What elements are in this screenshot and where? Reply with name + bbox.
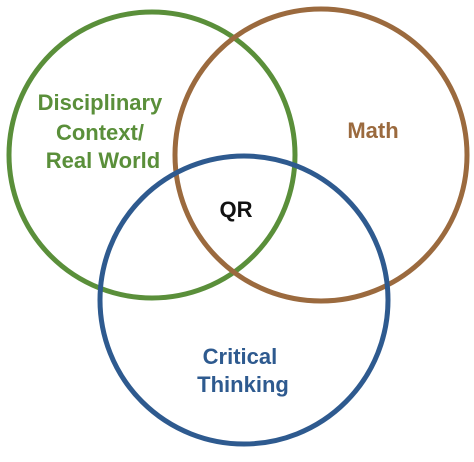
label-disciplinary-context: Disciplinary Context/ Real World <box>38 90 169 173</box>
circle-math <box>172 6 470 304</box>
circle-disciplinary-context <box>6 9 298 301</box>
label-critical-thinking: Critical Thinking <box>197 344 289 397</box>
label-math: Math <box>347 118 398 143</box>
label-disciplinary-context-line-3: Real World <box>46 148 161 173</box>
label-disciplinary-context-line-2: Context/ <box>56 120 144 145</box>
label-math-line-1: Math <box>347 118 398 143</box>
label-critical-thinking-line-1: Critical <box>203 344 278 369</box>
label-critical-thinking-line-2: Thinking <box>197 372 289 397</box>
circle-critical-thinking <box>97 153 391 447</box>
label-disciplinary-context-line-1: Disciplinary <box>38 90 163 115</box>
label-qr-center: QR <box>220 197 253 222</box>
